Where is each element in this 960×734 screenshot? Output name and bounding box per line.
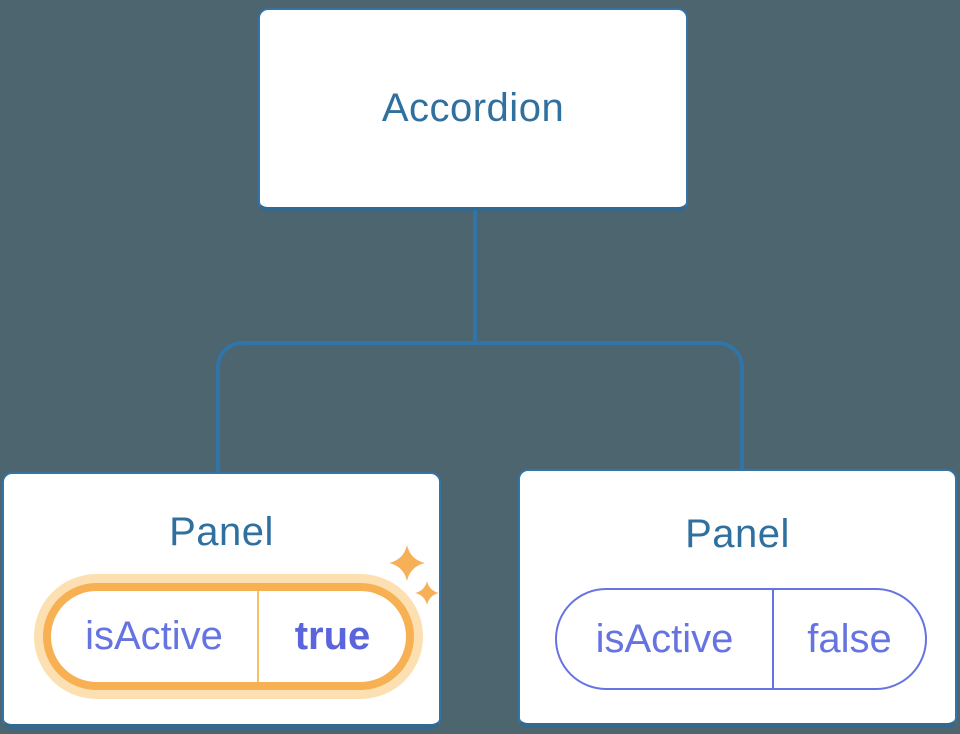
sparkles-icon [388, 544, 440, 606]
panel-node-active: Panel isActive true [2, 472, 441, 729]
state-key-label: isActive [595, 616, 734, 661]
pill-divider [772, 590, 774, 688]
pill-divider [257, 591, 259, 682]
state-value-label: false [807, 616, 892, 661]
accordion-node: Accordion [258, 8, 688, 212]
connector-branch [216, 341, 744, 472]
state-key-label: isActive [85, 614, 223, 658]
accordion-node-label: Accordion [381, 86, 565, 130]
panel-node-label: Panel [169, 510, 274, 554]
panel-node-inactive: Panel isActive false [518, 469, 957, 728]
connector-stem [473, 210, 477, 343]
state-value-label: true [294, 614, 371, 658]
state-pill-active: isActive true [43, 583, 414, 690]
state-pill-inactive: isActive false [555, 588, 927, 690]
panel-node-label: Panel [685, 512, 790, 556]
